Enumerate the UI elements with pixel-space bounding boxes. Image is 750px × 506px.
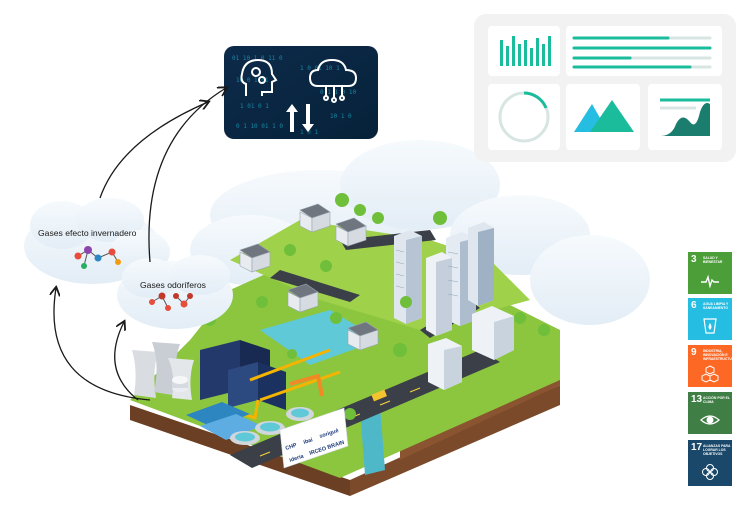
partner-logo-1: CHP — [285, 443, 298, 452]
bar-chart-icon — [500, 36, 551, 66]
sdg-number: 13 — [691, 394, 703, 405]
svg-text:0 1 10 01 1 0: 0 1 10 01 1 0 — [236, 123, 283, 130]
cloud-network-icon — [308, 58, 358, 103]
partner-logo-6: BRAIN — [327, 440, 345, 451]
treatment-plant — [132, 340, 341, 445]
greenhouse-gas-cloud — [24, 198, 170, 284]
sdg-title: ACCIÓN POR EL CLIMA — [703, 396, 730, 405]
svg-text:1 0 01 10 1: 1 0 01 10 1 — [300, 65, 340, 72]
sdg-badge-6: 6 AGUA LIMPIA Y SANEAMIENTO — [688, 298, 732, 340]
heartbeat-icon — [701, 274, 719, 289]
flower-rings-icon — [702, 464, 718, 480]
svg-text:1 01 0 1: 1 01 0 1 — [240, 103, 269, 110]
svg-text:10 1 0: 10 1 0 — [330, 113, 352, 120]
progress-lines-icon — [572, 36, 712, 69]
sdg-title: INDUSTRIA, INNOVACIÓN E INFRAESTRUCTURA — [703, 349, 732, 362]
sdg-badge-9: 9 INDUSTRIA, INNOVACIÓN E INFRAESTRUCTUR… — [688, 345, 732, 387]
sdg-badge-17: 17 ALIANZAS PARA LOGRAR LOS OBJETIVOS — [688, 440, 732, 486]
sync-arrows-icon — [286, 104, 314, 132]
sdg-number: 9 — [691, 347, 697, 358]
molecule-icon-2 — [149, 292, 193, 311]
svg-text:01 10 1 0 11 0: 01 10 1 0 11 0 — [232, 55, 283, 62]
houses — [239, 203, 379, 351]
ring-chart-icon — [498, 91, 550, 143]
sdg-title: SALUD Y BIENESTAR — [703, 256, 723, 265]
partner-sign — [279, 407, 349, 469]
molecule-icon — [74, 246, 121, 269]
area-chart-icon — [660, 98, 710, 136]
partner-logo-2: ibai — [303, 437, 314, 446]
sdg-title: AGUA LIMPIA Y SANEAMIENTO — [703, 302, 729, 311]
partner-logo-5: IRCEO — [309, 446, 328, 457]
mountain-chart-icon — [574, 100, 634, 132]
greenhouse-gas-label: Gases efecto invernadero — [38, 228, 137, 238]
skyscrapers — [394, 222, 514, 390]
data-panel: 01 10 1 0 11 0 1 0 01 10 1 10 0 1 01 0 1… — [224, 46, 378, 139]
flow-arrows — [54, 88, 226, 401]
ai-head-icon — [240, 58, 278, 96]
dashboard — [474, 14, 736, 162]
cubes-icon — [701, 365, 719, 383]
sdg-title: ALIANZAS PARA LOGRAR LOS OBJETIVOS — [703, 444, 731, 457]
odor-gas-label: Gases odoríferos — [140, 280, 206, 290]
trees — [204, 193, 550, 420]
sdg-number: 3 — [691, 254, 697, 265]
sdg-number: 6 — [691, 300, 697, 311]
water-drop-icon — [703, 318, 717, 334]
svg-text:10 0 1 01: 10 0 1 01 — [236, 77, 269, 84]
odor-gas-cloud — [117, 255, 233, 329]
svg-text:0 1 1 0 10: 0 1 1 0 10 — [320, 89, 357, 96]
eye-earth-icon — [700, 415, 720, 425]
sdg-badge-3: 3 SALUD Y BIENESTAR — [688, 252, 732, 294]
sdg-number: 17 — [691, 442, 703, 453]
partner-logo-4: ideria — [289, 453, 306, 464]
svg-text:1 0 1: 1 0 1 — [300, 129, 318, 136]
partner-logo-3: sorigué — [319, 428, 340, 440]
sdg-badge-13: 13 ACCIÓN POR EL CLIMA — [688, 392, 732, 434]
